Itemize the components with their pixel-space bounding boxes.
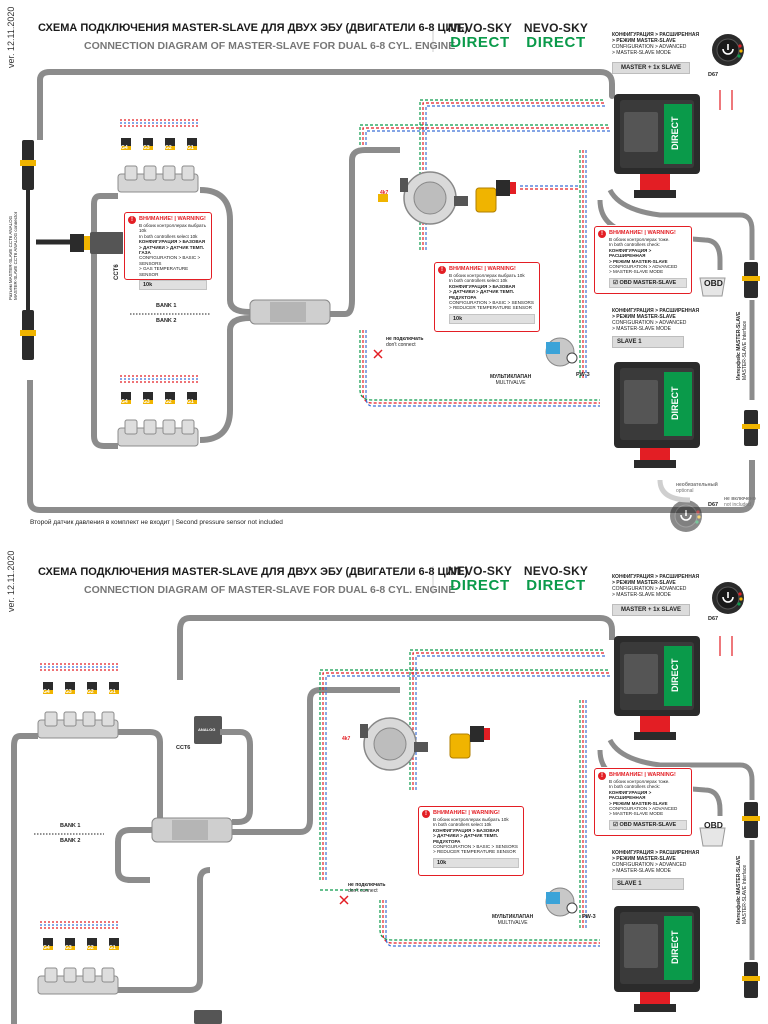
master-mode-select: MASTER + 1x SLAVE <box>612 604 690 616</box>
title-en: CONNECTION DIAGRAM OF MASTER-SLAVE FOR D… <box>84 584 456 596</box>
injector-label: G1 <box>109 689 116 695</box>
bank-2-label: BANK 2 <box>60 838 81 844</box>
slave-mode-select: SLAVE 1 <box>612 336 684 348</box>
injector-label: G2 <box>87 945 94 951</box>
brand-logo-1: NEVO-SKY DIRECT <box>446 564 514 593</box>
d67-label: D67 <box>708 616 719 622</box>
cct6-label: CCT6 <box>176 745 191 751</box>
obd-label: OBD <box>704 278 723 288</box>
injector-label: G4 <box>43 945 50 951</box>
warning-reducer-temp: ! ВНИМАНИЕ! | WARNING! В обоих контролле… <box>418 806 524 876</box>
injector-label: G3 <box>65 689 72 695</box>
dont-connect-label: не подключать don't connect <box>386 336 424 348</box>
title-en: CONNECTION DIAGRAM OF MASTER-SLAVE FOR D… <box>84 40 456 52</box>
sensor-select: 10k <box>433 857 519 868</box>
dont-connect-label: не подключать don't connect <box>348 882 386 894</box>
injector-label: G1 <box>187 145 194 151</box>
bank-1-label: BANK 1 <box>156 303 177 309</box>
warning-icon: ! <box>438 266 446 274</box>
version-label: ver. 12.11.2020 <box>6 6 16 68</box>
slave-config-note: КОНФИГУРАЦИЯ > РАСШИРЕННАЯ > РЕЖИМ MASTE… <box>612 850 700 874</box>
multivalve-label: МУЛЬТИКЛАПАН MULTIVALVE <box>490 374 532 386</box>
ecu-master: DIRECT <box>614 94 700 198</box>
master-config-note: КОНФИГУРАЦИЯ > РАСШИРЕННАЯ > РЕЖИМ MASTE… <box>612 32 700 56</box>
version-label: ver. 12.11.2020 <box>6 550 16 612</box>
pw3-label: PW-3 <box>582 914 596 920</box>
injector-label: G3 <box>143 145 150 151</box>
obd-checkbox: ☑ OBD MASTER-SLAVE <box>609 819 687 830</box>
brand-top: NEVO-SKY <box>523 21 589 35</box>
brand-bottom: DIRECT <box>526 34 586 51</box>
warning-obd: ! ВНИМАНИЕ! | WARNING! В обоих контролле… <box>594 768 692 836</box>
injector-label: G3 <box>65 945 72 951</box>
slave-config-note: КОНФИГУРАЦИЯ > РАСШИРЕННАЯ > РЕЖИМ MASTE… <box>612 308 700 332</box>
warning-icon: ! <box>422 810 430 818</box>
master-mode-select: MASTER + 1x SLAVE <box>612 62 690 74</box>
master-config-note: КОНФИГУРАЦИЯ > РАСШИРЕННАЯ > РЕЖИМ MASTE… <box>612 574 700 598</box>
injector-label: G1 <box>187 399 194 405</box>
brand-top: NEVO-SKY <box>447 564 513 578</box>
sheet-1-graphics: DIRECT DIRECT <box>20 24 760 533</box>
bank-1-label: BANK 1 <box>60 823 81 829</box>
side-connector-label: Разъем MASTER-SLAVE CCT6 ANALOG MASTER-S… <box>8 211 18 300</box>
multivalve-label: МУЛЬТИКЛАПАН MULTIVALVE <box>492 914 534 926</box>
injector-label: G4 <box>121 399 128 405</box>
brand-bottom: DIRECT <box>450 577 510 594</box>
svg-text:DIRECT: DIRECT <box>670 386 680 420</box>
warning-reducer-temp: ! ВНИМАНИЕ! | WARNING! В обоих контролле… <box>434 262 540 332</box>
optional-label: необязательный optional <box>676 482 718 494</box>
warning-icon: ! <box>598 230 606 238</box>
injector-label: G2 <box>87 689 94 695</box>
warning-gas-temp: ! ВНИМАНИЕ! | WARNING! В обоих контролле… <box>124 212 212 291</box>
pw3-label: PW-3 <box>576 372 590 378</box>
injector-label: G3 <box>143 399 150 405</box>
injector-label: G4 <box>121 145 128 151</box>
svg-text:DIRECT: DIRECT <box>670 658 680 692</box>
injector-label: G2 <box>165 145 172 151</box>
injector-harness-top <box>117 119 200 193</box>
brand-logo-2: NEVO-SKY DIRECT <box>522 564 590 593</box>
temp-sensor-label: 4k7 <box>380 190 389 196</box>
title-ru: СХЕМА ПОДКЛЮЧЕНИЯ MASTER-SLAVE ДЛЯ ДВУХ … <box>38 566 468 578</box>
brand-logo-1: NEVO-SKY DIRECT <box>446 21 514 50</box>
d67-label: D67 <box>708 72 719 78</box>
brand-logo-2: NEVO-SKY DIRECT <box>522 21 590 50</box>
warning-icon: ! <box>128 216 136 224</box>
analog-label: ANALOG <box>198 727 216 732</box>
brand-bottom: DIRECT <box>526 577 586 594</box>
sensor-select: 10k <box>139 280 207 291</box>
brand-bottom: DIRECT <box>450 34 510 51</box>
brand-top: NEVO-SKY <box>447 21 513 35</box>
injector-label: G4 <box>43 689 50 695</box>
title-ru: СХЕМА ПОДКЛЮЧЕНИЯ MASTER-SLAVE ДЛЯ ДВУХ … <box>38 22 468 34</box>
injector-label: G1 <box>109 945 116 951</box>
svg-text:DIRECT: DIRECT <box>670 930 680 964</box>
warning-obd: ! ВНИМАНИЕ! | WARNING! В обоих контролле… <box>594 226 692 294</box>
obd-label: OBD <box>704 820 723 830</box>
d67-optional-label: D67 <box>708 502 719 508</box>
sheet-2-graphics: DIRECT DIRECT <box>11 566 760 1024</box>
obd-interface-label: Интерфейс MASTER-SLAVE MASTER-SLAVE Inte… <box>736 855 748 924</box>
temp-sensor-label: 4k7 <box>342 736 351 742</box>
sensor-select: 10k <box>449 313 535 324</box>
svg-text:DIRECT: DIRECT <box>670 116 680 150</box>
injector-label: G2 <box>165 399 172 405</box>
bank-2-label: BANK 2 <box>156 318 177 324</box>
not-included-label: не включено not included <box>724 496 756 508</box>
ecu-slave: DIRECT <box>614 362 700 468</box>
obd-checkbox: ☑ OBD MASTER-SLAVE <box>609 277 687 288</box>
slave-mode-select: SLAVE 1 <box>612 878 684 890</box>
cct6-label: CCT6 <box>114 264 120 280</box>
warning-icon: ! <box>598 772 606 780</box>
obd-interface-label: Интерфейс MASTER-SLAVE MASTER-SLAVE Inte… <box>736 311 748 380</box>
footer-note: Второй датчик давления в комплект не вхо… <box>30 519 283 526</box>
brand-top: NEVO-SKY <box>523 564 589 578</box>
injector-harness-bottom <box>117 375 200 447</box>
